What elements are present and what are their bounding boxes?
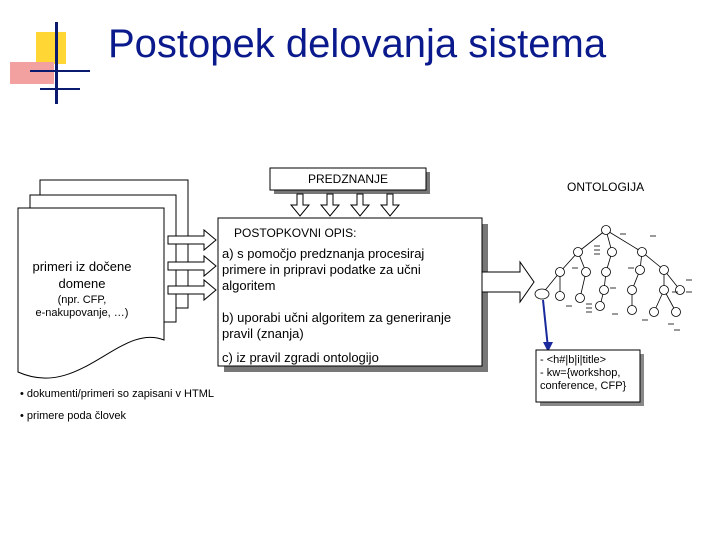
documents-subtitle-line: e-nakupovanje, …) xyxy=(18,307,146,320)
tree-node xyxy=(574,248,583,257)
rule-line: conference, CFP} xyxy=(540,380,626,393)
documents-title-line: domene xyxy=(18,275,146,292)
step-b-line: b) uporabi učni algoritem za generiranje xyxy=(222,310,451,326)
down-arrow-1 xyxy=(291,194,309,216)
ontology-nodes xyxy=(535,226,685,317)
rule-line: - <h#|b|i|title> xyxy=(540,354,626,367)
step-b: b) uporabi učni algoritem za generiranje… xyxy=(222,310,451,342)
output-arrow xyxy=(482,262,534,302)
step-b-line: pravil (znanja) xyxy=(222,326,451,342)
down-arrows xyxy=(291,194,399,216)
tree-node xyxy=(660,286,669,295)
down-arrow-3 xyxy=(351,194,369,216)
rule-connector xyxy=(543,300,548,348)
tree-node xyxy=(660,266,669,275)
step-a-line: algoritem xyxy=(222,278,424,294)
tree-node xyxy=(556,292,565,301)
down-arrow-2 xyxy=(321,194,339,216)
tree-node xyxy=(600,286,609,295)
bullet-dot-icon: • xyxy=(20,410,27,422)
tree-node xyxy=(676,286,685,295)
step-a: a) s pomočjo predznanja procesiraj prime… xyxy=(222,246,424,294)
bullet-text: primere poda človek xyxy=(27,410,126,422)
ontologija-label: ONTOLOGIJA xyxy=(567,180,644,194)
predznanje-label: PREDZNANJE xyxy=(270,172,426,186)
tree-node xyxy=(672,308,681,317)
tree-node xyxy=(608,248,617,257)
tree-node xyxy=(602,226,611,235)
step-c: c) iz pravil zgradi ontologijo xyxy=(222,350,379,365)
rule-line: - kw={workshop, xyxy=(540,367,626,380)
bullet-dot-icon: • xyxy=(20,388,27,400)
tree-node xyxy=(582,268,591,277)
tree-node xyxy=(650,308,659,317)
tree-node xyxy=(628,286,637,295)
documents-title: primeri iz dočene domene xyxy=(18,258,146,292)
documents-title-line: primeri iz dočene xyxy=(18,258,146,275)
bullet-item: • dokumenti/primeri so zapisani v HTML xyxy=(20,388,214,400)
postopkovni-title: POSTOPKOVNI OPIS: xyxy=(234,226,356,240)
step-a-line: a) s pomočjo predznanja procesiraj xyxy=(222,246,424,262)
right-arrows xyxy=(168,230,216,300)
tree-node xyxy=(556,268,565,277)
down-arrow-4 xyxy=(381,194,399,216)
tree-node-highlighted xyxy=(535,289,549,299)
tree-node xyxy=(628,306,637,315)
step-a-line: primere in pripravi podatke za učni xyxy=(222,262,424,278)
tree-node xyxy=(638,248,647,257)
rule-text: - <h#|b|i|title> - kw={workshop, confere… xyxy=(540,354,626,393)
tree-node xyxy=(602,268,611,277)
bullet-item: • primere poda človek xyxy=(20,410,126,422)
documents-subtitle-line: (npr. CFP, xyxy=(18,294,146,307)
tree-node xyxy=(636,266,645,275)
tree-node xyxy=(576,294,585,303)
documents-subtitle: (npr. CFP, e-nakupovanje, …) xyxy=(18,294,146,320)
bullet-text: dokumenti/primeri so zapisani v HTML xyxy=(27,388,214,400)
tree-node xyxy=(596,302,605,311)
